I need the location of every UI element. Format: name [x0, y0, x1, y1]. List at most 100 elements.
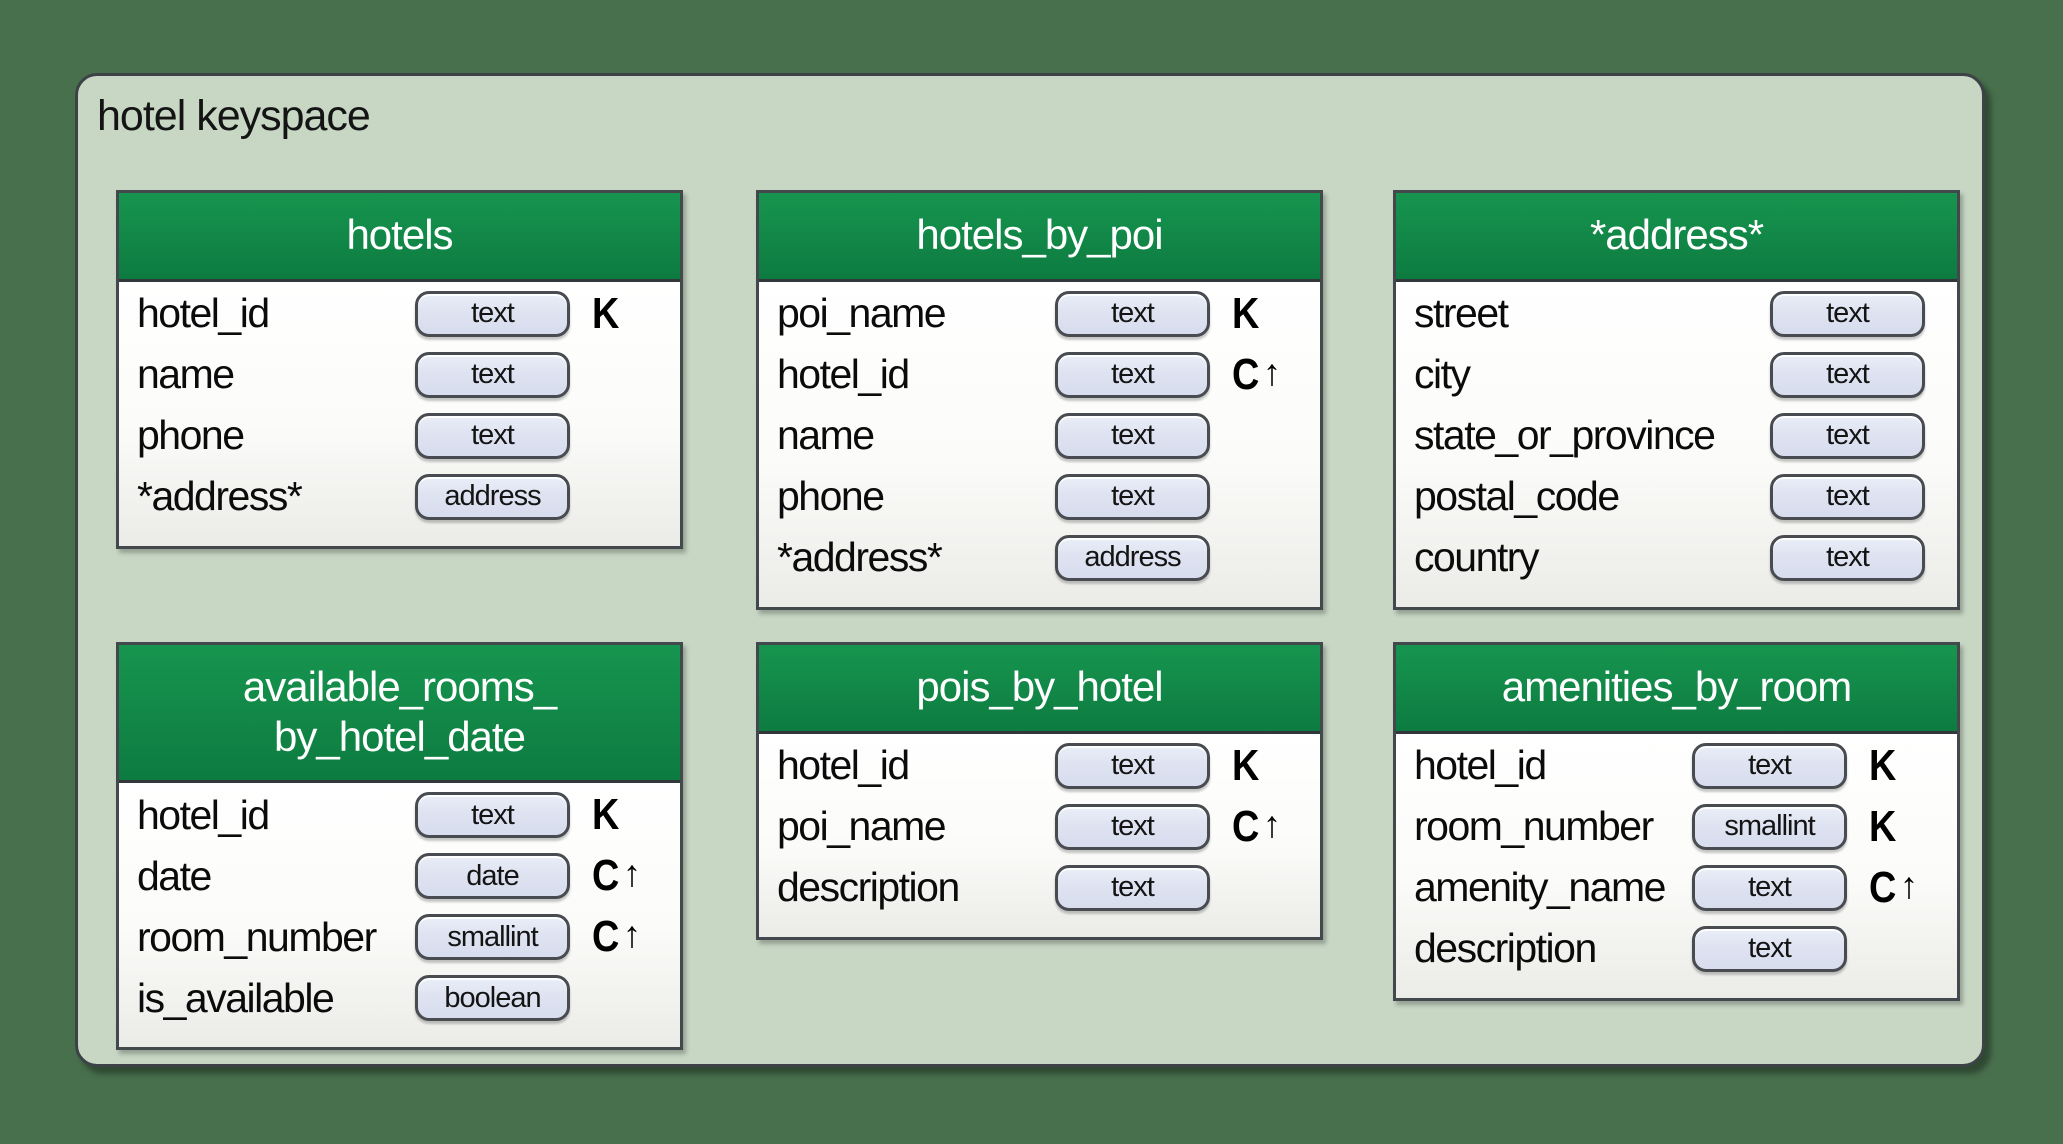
type-pill: address [415, 473, 570, 520]
type-pill: text [1055, 412, 1210, 459]
field-row: city text [1414, 351, 1925, 398]
key-indicator: C↑ [1210, 350, 1306, 400]
field-name: hotel_id [1414, 742, 1547, 789]
field-row: state_or_province text [1414, 412, 1925, 459]
type-pill: text [1770, 473, 1925, 520]
field-name: room_number [1414, 803, 1654, 850]
field-name: *address* [777, 534, 943, 581]
table-title-line: available_rooms_ [242, 663, 557, 710]
type-pill: text [1692, 864, 1847, 911]
type-pill: text [1770, 290, 1925, 337]
key-letter: C [1232, 349, 1259, 399]
key-letter: C [1869, 862, 1896, 912]
key-indicator: C↑ [1847, 863, 1943, 913]
field-name: *address* [137, 473, 303, 520]
field-row: hotel_id text K [137, 288, 666, 338]
field-name: phone [137, 412, 245, 459]
key-ascending-arrow-icon: ↑ [622, 914, 642, 956]
field-row: hotel_id text K [1414, 740, 1943, 790]
table-title: amenities_by_room [1396, 645, 1957, 734]
type-pill: smallint [415, 914, 570, 961]
type-pill: text [1055, 473, 1210, 520]
field-row: country text [1414, 534, 1925, 581]
field-name: poi_name [777, 290, 947, 337]
table-title-line: by_hotel_date [274, 712, 526, 760]
key-indicator: K [570, 790, 666, 840]
field-row: description text [777, 864, 1306, 911]
key-letter: K [1232, 288, 1259, 338]
field-row: *address* address [137, 473, 666, 520]
field-name: state_or_province [1414, 412, 1716, 459]
table-title: hotels [119, 193, 680, 282]
table-title: pois_by_hotel [759, 645, 1320, 734]
type-pill: address [1055, 534, 1210, 581]
key-letter: K [1232, 740, 1259, 790]
field-name: description [1414, 925, 1597, 972]
key-letter: C [592, 851, 619, 901]
field-row: room_number smallint K [1414, 801, 1943, 851]
key-letter: K [1869, 740, 1896, 790]
field-row: *address* address [777, 534, 1306, 581]
table-title-line: *address* [1589, 211, 1764, 258]
key-indicator: C↑ [1210, 802, 1306, 852]
key-ascending-arrow-icon: ↑ [1899, 864, 1919, 906]
type-pill: text [1692, 742, 1847, 789]
key-ascending-arrow-icon: ↑ [1262, 351, 1282, 393]
field-name: hotel_id [137, 791, 270, 838]
field-row: description text [1414, 925, 1943, 972]
field-name: description [777, 864, 960, 911]
table-title-line: pois_by_hotel [916, 663, 1163, 710]
field-name: poi_name [777, 803, 947, 850]
type-pill: text [1692, 925, 1847, 972]
type-pill: text [1055, 864, 1210, 911]
type-pill: text [415, 290, 570, 337]
key-letter: C [592, 912, 619, 962]
type-pill: smallint [1692, 803, 1847, 850]
field-row: room_number smallint C↑ [137, 912, 666, 962]
field-name: hotel_id [777, 351, 910, 398]
type-pill: text [1055, 803, 1210, 850]
type-pill: text [1770, 534, 1925, 581]
field-name: room_number [137, 913, 377, 960]
field-row: hotel_id text K [137, 790, 666, 840]
field-name: is_available [137, 974, 335, 1021]
type-pill: text [1770, 351, 1925, 398]
key-letter: K [1869, 801, 1896, 851]
keyspace-title: hotel keyspace [97, 92, 371, 140]
field-name: hotel_id [137, 290, 270, 337]
key-indicator: K [1210, 289, 1306, 339]
table-title-line: hotels [346, 211, 453, 258]
key-letter: C [1232, 801, 1259, 851]
table-title-line: hotels_by_poi [916, 211, 1163, 258]
key-indicator: C↑ [570, 851, 666, 901]
type-pill: text [415, 792, 570, 839]
field-name: country [1414, 534, 1539, 581]
key-letter: K [592, 288, 619, 338]
type-pill: text [1770, 412, 1925, 459]
key-letter: K [592, 790, 619, 840]
field-name: postal_code [1414, 473, 1620, 520]
type-pill: text [1055, 290, 1210, 337]
field-row: poi_name text K [777, 289, 1306, 339]
table-title: *address* [1396, 193, 1957, 282]
key-indicator: K [1210, 741, 1306, 791]
field-name: city [1414, 351, 1471, 398]
key-ascending-arrow-icon: ↑ [622, 853, 642, 895]
type-pill: text [1055, 351, 1210, 398]
field-name: name [137, 351, 235, 398]
